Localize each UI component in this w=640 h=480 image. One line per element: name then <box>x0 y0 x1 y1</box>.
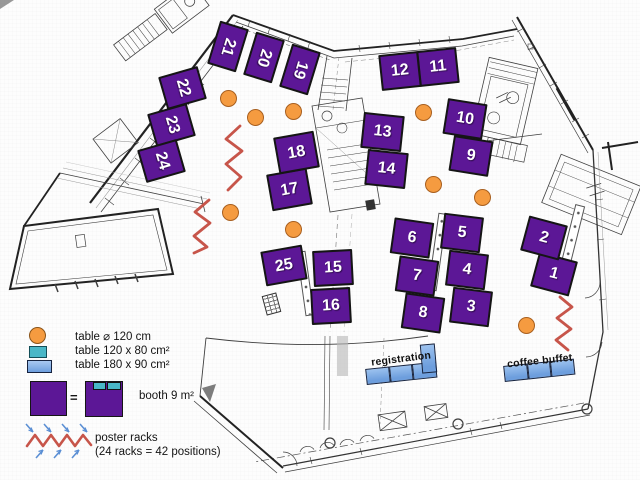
legend-round-table-swatch <box>29 327 46 344</box>
poster-rack-zigzag-3 <box>554 295 574 352</box>
booth-13: 13 <box>359 111 405 152</box>
wall-bracket-right <box>601 141 639 171</box>
legend-poster-racks-label: poster racks <box>95 432 158 444</box>
booth-19: 19 <box>279 43 321 95</box>
round-table <box>284 220 302 238</box>
legend-poster-rack-symbol <box>25 423 93 459</box>
booth-number: 8 <box>416 303 429 322</box>
booth-25: 25 <box>260 244 308 286</box>
legend-large-table-swatch <box>27 360 52 373</box>
wall-right <box>584 149 609 410</box>
booth-number: 19 <box>289 58 312 81</box>
booth-number: 22 <box>171 76 194 99</box>
booth-14: 14 <box>363 148 409 190</box>
legend-large-table-label: table 180 x 90 cm² <box>75 359 170 371</box>
legend-small-table-label: table 120 x 80 cm² <box>75 345 170 357</box>
legend-booth-swatch <box>30 381 67 416</box>
booth-number: 14 <box>376 159 396 178</box>
booth-number: 10 <box>454 108 476 128</box>
booth-11: 11 <box>415 46 460 87</box>
corner-mark <box>0 0 14 9</box>
poster-rack-zigzag-2 <box>192 198 212 255</box>
booth-24: 24 <box>136 139 186 183</box>
round-table <box>414 103 432 121</box>
booth-21: 21 <box>207 20 249 72</box>
stairs-topleft <box>113 0 210 62</box>
poster-rack-zigzag-1 <box>224 124 244 192</box>
booth-15: 15 <box>312 248 354 288</box>
wall-bottom <box>253 402 593 473</box>
legend-booth-label: booth 9 m² <box>139 390 194 402</box>
registration-table <box>365 366 391 385</box>
booth-number: 25 <box>273 254 295 275</box>
round-table <box>219 89 237 107</box>
wall-midleft <box>56 161 211 213</box>
booth-number: 18 <box>285 141 307 162</box>
booth-18: 18 <box>272 130 320 174</box>
booth-number: 11 <box>428 56 447 76</box>
booth-number: 16 <box>321 296 341 314</box>
booth-number: 20 <box>253 46 276 69</box>
booth-number: 6 <box>406 228 418 247</box>
booth-7: 7 <box>394 254 440 297</box>
round-table <box>517 316 535 334</box>
legend-booth-with-tables-swatch <box>85 381 123 417</box>
booth-6: 6 <box>389 217 435 259</box>
booth-3: 3 <box>448 286 494 328</box>
booth-number: 23 <box>161 113 183 136</box>
round-table <box>221 203 239 221</box>
booth-number: 7 <box>411 265 423 285</box>
legend-small-table-swatch <box>29 346 47 358</box>
railing-topright <box>511 16 594 154</box>
booth-number: 4 <box>461 260 473 279</box>
booth-number: 13 <box>372 121 392 141</box>
booth-number: 9 <box>465 146 477 165</box>
hatched-utility-box <box>261 292 282 316</box>
room-left-small <box>92 118 139 164</box>
booth-number: 2 <box>537 228 551 247</box>
round-table <box>246 108 264 126</box>
booth-5: 5 <box>439 212 485 254</box>
booth-12: 12 <box>378 50 422 91</box>
booth-9: 9 <box>448 135 494 177</box>
booth-16: 16 <box>310 286 352 325</box>
legend-round-table-label: table ⌀ 120 cm <box>75 331 151 343</box>
registration-table <box>388 364 414 383</box>
booth-20: 20 <box>243 31 285 84</box>
legend-booth-mini-table <box>93 382 106 390</box>
booth-10: 10 <box>442 97 488 140</box>
booth-17: 17 <box>266 167 313 212</box>
legend-booth-mini-table <box>107 382 121 390</box>
legend-equals: = <box>70 390 78 405</box>
booth-number: 12 <box>390 60 410 80</box>
booth-8: 8 <box>400 292 445 334</box>
room-bottomleft <box>8 172 175 293</box>
legend-poster-racks-detail: (24 racks = 42 positions) <box>95 446 221 458</box>
booth-number: 5 <box>456 223 468 242</box>
booth-number: 1 <box>547 264 561 283</box>
booth-2: 2 <box>520 215 568 261</box>
booth-number: 3 <box>465 297 477 316</box>
booth-number: 21 <box>217 35 240 58</box>
round-table <box>284 102 302 120</box>
round-table <box>424 175 442 193</box>
booth-number: 15 <box>323 258 343 277</box>
round-table <box>473 188 491 206</box>
booth-4: 4 <box>444 249 489 291</box>
booth-number: 24 <box>150 149 173 172</box>
booth-number: 17 <box>279 179 300 199</box>
